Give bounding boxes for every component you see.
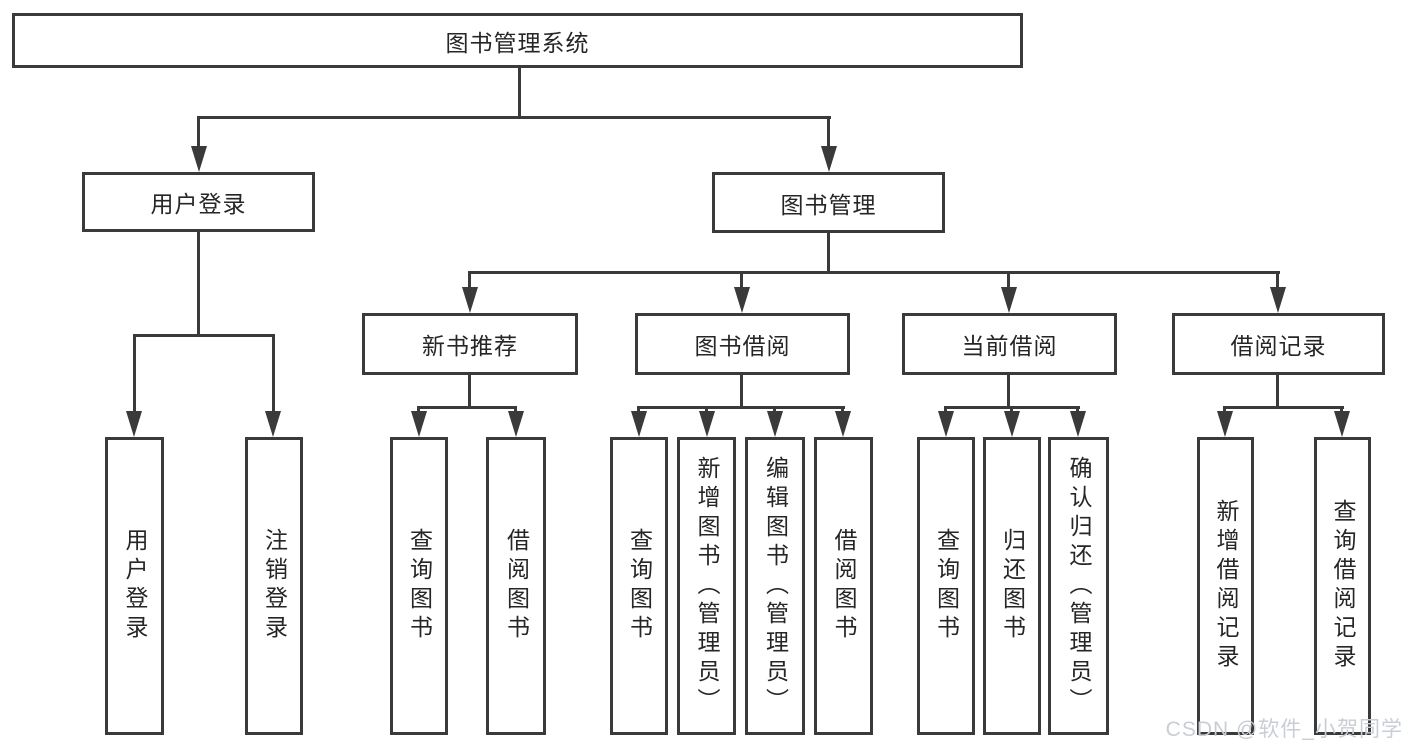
arrow-down-icon: [938, 411, 954, 437]
leaf-query-borrow-record: 查询借阅记录: [1314, 437, 1371, 735]
node-root-system: 图书管理系统: [12, 13, 1023, 68]
node-label: 图书借阅: [694, 333, 791, 359]
node-label: 借阅记录: [1230, 333, 1327, 359]
leaf-return-books: 归还图书: [983, 437, 1041, 735]
connector-line: [1223, 406, 1344, 409]
arrow-down-icon: [411, 411, 427, 437]
connector-line: [514, 406, 517, 414]
leaf-query-books: 查询图书: [390, 437, 448, 735]
arrow-down-icon: [767, 411, 783, 437]
connector-line: [1276, 271, 1279, 289]
node-label: 借阅图书: [503, 528, 530, 644]
connector-line: [1076, 406, 1079, 414]
connector-line: [197, 116, 200, 148]
connector-line: [740, 271, 743, 289]
connector-line: [1340, 406, 1343, 414]
node-label: 当前借阅: [961, 333, 1058, 359]
node-label: 新书推荐: [422, 333, 518, 359]
arrow-down-icon: [734, 287, 750, 313]
leaf-user-login: 用户登录: [105, 437, 164, 735]
connector-line: [944, 406, 947, 414]
node-label: 新增借阅记录: [1213, 499, 1239, 673]
connector-line: [1276, 375, 1279, 408]
leaf-add-borrow-record: 新增借阅记录: [1197, 437, 1254, 735]
leaf-logout: 注销登录: [245, 437, 303, 735]
connector-line: [272, 334, 275, 413]
node-label: 图书管理系统: [445, 29, 590, 56]
connector-line: [469, 271, 1280, 274]
connector-line: [740, 375, 743, 408]
arrow-down-icon: [1001, 287, 1017, 313]
connector-line: [827, 233, 830, 273]
node-borrowing-records: 借阅记录: [1172, 313, 1385, 375]
arrow-down-icon: [1270, 287, 1286, 313]
leaf-add-books-admin: 新增图书（管理员）: [677, 437, 736, 735]
leaf-edit-books-admin: 编辑图书（管理员）: [745, 437, 805, 735]
connector-line: [841, 406, 844, 414]
node-new-book-recommendation: 新书推荐: [362, 313, 578, 375]
node-label: 借阅图书: [831, 528, 857, 644]
leaf-borrow-books: 借阅图书: [486, 437, 546, 735]
node-label: 查询借阅记录: [1330, 499, 1356, 673]
arrow-down-icon: [631, 411, 647, 437]
connector-line: [417, 406, 420, 414]
connector-line: [773, 406, 776, 414]
connector-line: [133, 334, 136, 413]
arrow-down-icon: [462, 287, 478, 313]
node-label: 编辑图书（管理员）: [762, 455, 789, 717]
connector-line: [133, 334, 275, 337]
node-label: 确认归还（管理员）: [1066, 455, 1092, 717]
connector-line: [417, 406, 517, 409]
connector-line: [468, 375, 471, 408]
node-label: 归还图书: [999, 528, 1026, 644]
node-label: 新增图书（管理员）: [694, 455, 720, 717]
connector-line: [637, 406, 640, 414]
arrow-down-icon: [699, 411, 715, 437]
node-label: 图书管理: [780, 191, 877, 218]
arrow-down-icon: [1070, 411, 1086, 437]
connector-line: [197, 232, 200, 336]
arrow-down-icon: [1217, 411, 1233, 437]
leaf-borrow-books: 借阅图书: [814, 437, 873, 735]
connector-line: [705, 406, 708, 414]
arrow-down-icon: [1334, 411, 1350, 437]
arrow-down-icon: [1004, 411, 1020, 437]
leaf-query-books: 查询图书: [917, 437, 975, 735]
arrow-down-icon: [265, 411, 281, 437]
node-label: 用户登录: [122, 528, 148, 644]
leaf-query-books: 查询图书: [610, 437, 668, 735]
connector-line: [1010, 406, 1013, 414]
node-user-login: 用户登录: [82, 172, 315, 232]
node-book-management: 图书管理: [712, 172, 945, 233]
leaf-confirm-return-admin: 确认归还（管理员）: [1048, 437, 1109, 735]
node-label: 注销登录: [261, 528, 288, 644]
connector-line: [637, 406, 845, 409]
arrow-down-icon: [821, 146, 837, 172]
connector-line: [518, 68, 521, 118]
connector-line: [1007, 271, 1010, 289]
node-book-borrowing: 图书借阅: [635, 313, 850, 375]
node-label: 查询图书: [406, 528, 433, 644]
arrow-down-icon: [508, 411, 524, 437]
node-label: 查询图书: [626, 528, 653, 644]
connector-line: [827, 116, 830, 148]
arrow-down-icon: [835, 411, 851, 437]
arrow-down-icon: [126, 411, 142, 437]
connector-line: [1223, 406, 1226, 414]
watermark: CSDN @软件_小贺同学: [1165, 718, 1403, 741]
node-label: 用户登录: [150, 191, 247, 217]
connector-line: [1007, 375, 1010, 408]
node-label: 查询图书: [933, 528, 960, 644]
arrow-down-icon: [191, 146, 207, 172]
connector-line: [197, 116, 831, 119]
node-current-borrowing: 当前借阅: [902, 313, 1117, 375]
connector-line: [468, 271, 471, 289]
